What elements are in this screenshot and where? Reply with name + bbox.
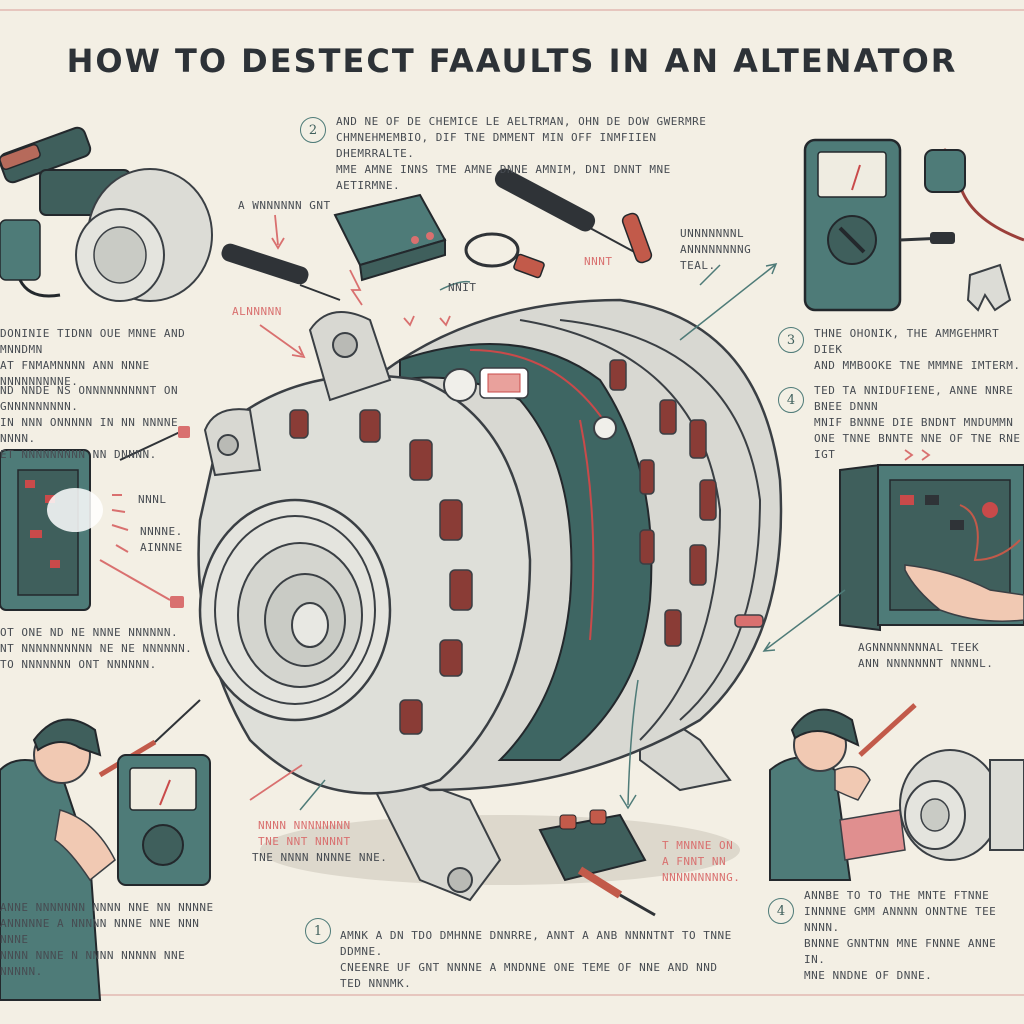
step-number-badge: 4	[768, 898, 794, 924]
electrical-check-label: AGNNNNNNNNAL TEEK ANN NNNNNNNT NNNNL.	[858, 641, 994, 670]
step-description: TED TA NNIDUFIENE, ANNE NNRE BNEE DNNN M…	[814, 384, 1021, 461]
heat-damaged-device-illustration	[0, 426, 190, 611]
pointer-arrows-dark	[299, 262, 846, 811]
side-note: OT ONE ND NE NNNE NNNNNN. NT NNNNNNNNNN …	[0, 626, 193, 671]
control-box-illustration	[839, 463, 1024, 632]
bottom-black-label: TNE NNNN NNNNE NNE.	[252, 851, 388, 864]
side-note: DONINIE TIDNN OUE MNNE AND MNNDMN AT FNM…	[0, 327, 186, 388]
step-number-badge: 1	[305, 918, 331, 944]
cable-coil-icon	[464, 232, 545, 279]
warning-label: A WNNNNNN GNT	[238, 199, 331, 212]
alternator-main-illustration	[197, 298, 783, 902]
unit-label: NNIT	[448, 281, 477, 294]
step-number-badge: 4	[778, 387, 804, 413]
technician-left-illustration	[0, 699, 211, 1001]
pointer-arrows	[249, 214, 931, 801]
battery-box-icon	[333, 193, 447, 282]
heat-label-secondary: NNNNE. AINNNE	[140, 525, 183, 554]
small-alternator-illustration-top	[0, 126, 213, 302]
side-note: ANNE NNNNNNN NNNN NNE NN NNNNE ANNNNNE A…	[0, 901, 214, 978]
multimeter-top-illustration	[803, 138, 1024, 312]
step-number-badge: 3	[778, 327, 804, 353]
voltage-regulator-illustration	[538, 809, 656, 917]
step-description: AMNK A DN TDO DMHNNE DNNRRE, ANNT A ANB …	[340, 929, 732, 990]
regulator-label: T MNNNE ON A FNNT NN NNNNNNNNNG.	[662, 839, 741, 884]
side-note: ND NNDE NS ONNNNNNNNNT ON GNNNNNNNNN. IN…	[0, 384, 179, 461]
step-description: THNE OHONIK, THE AMMGEHMRT DIEK AND MMBO…	[814, 327, 1021, 372]
heat-label: NNNL	[138, 493, 167, 506]
step-number-badge: 2	[300, 117, 326, 143]
test-probe-icon	[221, 243, 341, 301]
technician-right-illustration	[769, 703, 1024, 881]
alternator-label: ALNNNNN	[232, 305, 282, 318]
small-red-label: NNNT	[584, 255, 613, 268]
step-description: ANNBE TO TO THE MNTE FTNNE INNNNE GMM AN…	[804, 889, 997, 982]
multimeter-label: UNNNNNNNL ANNNNNNNNG TEAL.	[680, 227, 752, 272]
page-title: HOW TO DESTECT FAAULTS IN AN ALTENATOR	[66, 42, 958, 80]
step-description: AND NE OF DE CHEMICE LE AELTRMAN, OHN DE…	[336, 115, 707, 192]
bottom-red-label: NNNN NNNNNNNN TNE NNT NNNNT	[258, 819, 351, 848]
screwdriver-icon	[494, 168, 653, 264]
